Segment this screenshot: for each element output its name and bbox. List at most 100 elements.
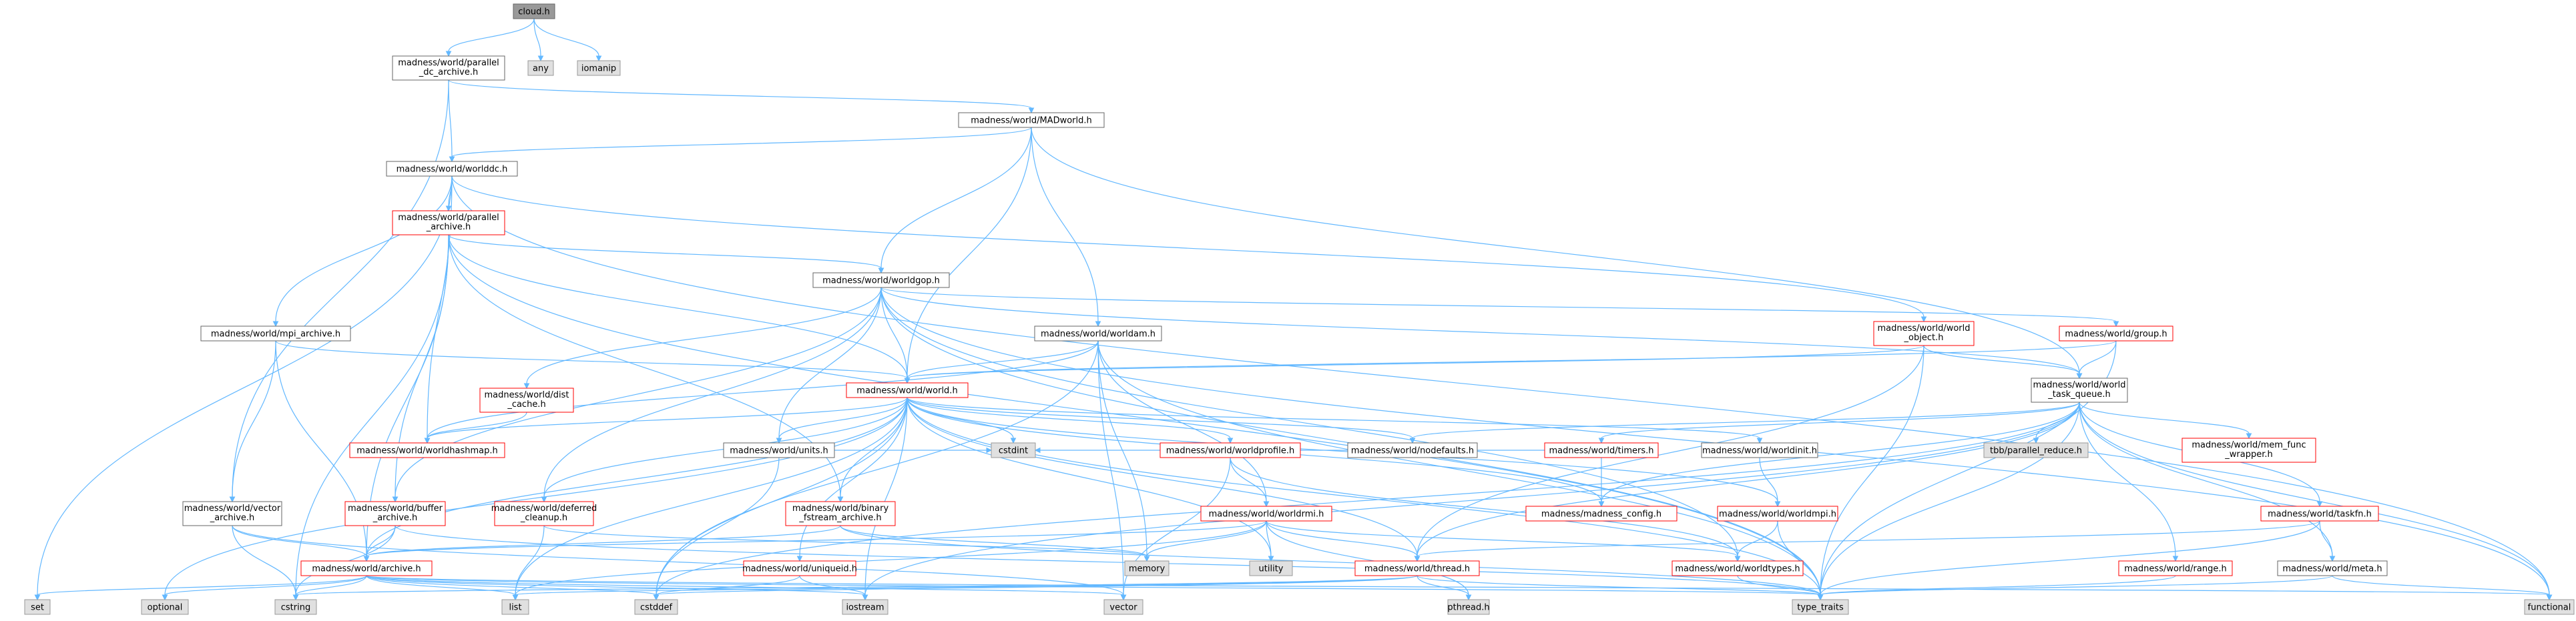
node-worldam[interactable]: madness/world/worldam.h	[1034, 326, 1162, 342]
node-list[interactable]: list	[501, 599, 529, 615]
edge-madworld-to-worldam	[1031, 127, 1101, 328]
edge-worldrmi-to-utility	[1266, 520, 1274, 562]
node-memory[interactable]: memory	[1124, 560, 1170, 576]
node-worldinit[interactable]: madness/world/worldinit.h	[1701, 442, 1818, 458]
node-nodefaults[interactable]: madness/world/nodefaults.h	[1347, 442, 1478, 458]
node-label: _object.h	[1904, 333, 1944, 343]
node-mem_func[interactable]: madness/world/mem_func_wrapper.h	[2181, 438, 2316, 463]
node-timers[interactable]: madness/world/timers.h	[1544, 442, 1659, 458]
node-cloud[interactable]: cloud.h	[513, 3, 555, 19]
node-cstdint[interactable]: cstdint	[991, 442, 1036, 458]
node-label: list	[509, 603, 521, 613]
node-worldgop[interactable]: madness/world/worldgop.h	[812, 272, 950, 288]
node-type_traits[interactable]: type_traits	[1792, 599, 1849, 615]
node-box	[1544, 442, 1659, 458]
node-range[interactable]: madness/world/range.h	[2118, 560, 2233, 576]
node-label: madness/world/worldmpi.h	[1719, 510, 1836, 520]
node-pdc[interactable]: madness/world/parallel_dc_archive.h	[392, 55, 505, 81]
node-thread[interactable]: madness/world/thread.h	[1354, 560, 1480, 576]
node-box	[513, 3, 555, 19]
edge-archive-to-optional	[162, 575, 367, 601]
node-buffer_archive[interactable]: madness/world/buffer_archive.h	[344, 501, 446, 526]
edge-worldtypes-to-type_traits	[1737, 575, 1824, 601]
edge-deferred-to-memory	[543, 525, 1150, 562]
node-set[interactable]: set	[24, 599, 51, 615]
edge-archive-to-vector	[366, 575, 1127, 601]
node-box	[274, 599, 317, 615]
node-label: madness/world/parallel	[398, 58, 499, 68]
node-box	[182, 501, 282, 526]
node-worlddc[interactable]: madness/world/worlddc.h	[386, 161, 518, 177]
node-label: madness/world/uniqueid.h	[742, 564, 857, 574]
node-binary[interactable]: madness/world/binary_fstream_archive.h	[785, 501, 896, 526]
node-pthread[interactable]: pthread.h	[1447, 599, 1490, 615]
node-vector[interactable]: vector	[1103, 599, 1143, 615]
node-label: _archive.h	[210, 513, 255, 523]
node-tbb[interactable]: tbb/parallel_reduce.h	[1983, 442, 2089, 458]
edges-layer	[34, 18, 2553, 601]
edge-worldgop-to-world	[880, 287, 911, 384]
node-box	[577, 60, 621, 76]
node-label: madness/world/mpi_archive.h	[211, 330, 340, 340]
node-worldprofile[interactable]: madness/world/worldprofile.h	[1160, 442, 1301, 458]
node-world_object[interactable]: madness/world/world_object.h	[1873, 321, 1975, 346]
node-label: madness/world/world.h	[856, 386, 957, 396]
node-any[interactable]: any	[527, 60, 554, 76]
node-uniqueid[interactable]: madness/world/uniqueid.h	[742, 560, 857, 576]
node-hashmap[interactable]: madness/world/worldhashmap.h	[349, 442, 505, 458]
node-archive[interactable]: madness/world/archive.h	[300, 560, 433, 576]
node-worldtypes[interactable]: madness/world/worldtypes.h	[1671, 560, 1804, 576]
node-label: pthread.h	[1447, 603, 1489, 613]
node-label: madness/world/worldrmi.h	[1209, 510, 1324, 520]
node-optional[interactable]: optional	[141, 599, 189, 615]
node-box	[743, 560, 856, 576]
node-cstddef[interactable]: cstddef	[634, 599, 678, 615]
edge-parallel_archive-to-buffer_archive	[392, 234, 449, 503]
edge-madworld-to-world	[904, 127, 1032, 384]
edge-task_queue-to-range	[2079, 402, 2179, 562]
edge-parallel_archive-to-world	[448, 234, 911, 384]
node-dist_cache[interactable]: madness/world/dist_cache.h	[479, 388, 574, 413]
node-label: _archive.h	[426, 222, 471, 232]
node-deferred[interactable]: madness/world/deferred_cleanup.h	[491, 501, 597, 526]
node-box	[527, 60, 554, 76]
node-label: madness/world/worldhashmap.h	[356, 446, 498, 456]
node-taskfn[interactable]: madness/world/taskfn.h	[2260, 506, 2379, 522]
node-iomanip[interactable]: iomanip	[577, 60, 621, 76]
edge-world_object-to-world	[904, 345, 1924, 384]
node-meta[interactable]: madness/world/meta.h	[2277, 560, 2388, 576]
edge-meta-to-type_traits	[1817, 575, 2333, 601]
edge-pdc-to-worlddc	[448, 79, 455, 163]
edge-worldinit-to-worldmpi	[1759, 457, 1781, 508]
node-box	[1525, 506, 1678, 522]
node-madness_config[interactable]: madness/madness_config.h	[1525, 506, 1678, 522]
node-worldrmi[interactable]: madness/world/worldrmi.h	[1200, 506, 1332, 522]
node-madworld[interactable]: madness/world/MADworld.h	[958, 112, 1105, 128]
node-mpi_archive[interactable]: madness/world/mpi_archive.h	[200, 326, 351, 342]
node-label: madness/world/world	[2033, 380, 2125, 390]
node-parallel_archive[interactable]: madness/world/parallel_archive.h	[392, 210, 505, 235]
node-iostream[interactable]: iostream	[842, 599, 888, 615]
node-label: cloud.h	[518, 7, 550, 17]
node-label: madness/world/group.h	[2065, 330, 2167, 340]
edge-task_queue-to-meta	[2079, 402, 2336, 562]
edge-worldrmi-to-pthread	[1266, 520, 1472, 601]
node-group[interactable]: madness/world/group.h	[2059, 326, 2173, 342]
edge-binary-to-archive	[363, 525, 841, 562]
edge-cloud-to-any	[533, 18, 544, 62]
node-box	[2181, 438, 2316, 463]
node-worldmpi[interactable]: madness/world/worldmpi.h	[1717, 506, 1838, 522]
node-utility[interactable]: utility	[1249, 560, 1293, 576]
node-cstring[interactable]: cstring	[274, 599, 317, 615]
node-vector_archive[interactable]: madness/world/vector_archive.h	[182, 501, 282, 526]
edge-thread-to-cstddef	[653, 575, 1418, 601]
node-world[interactable]: madness/world/world.h	[846, 382, 969, 398]
node-units[interactable]: madness/world/units.h	[723, 442, 835, 458]
edge-timers-to-madness_config	[1598, 457, 1605, 508]
node-label: madness/world/parallel	[398, 213, 499, 223]
node-task_queue[interactable]: madness/world/world_task_queue.h	[2031, 378, 2128, 403]
node-label: madness/world/timers.h	[1549, 446, 1653, 456]
node-label: utility	[1259, 564, 1284, 574]
node-functional[interactable]: functional	[2524, 599, 2575, 615]
